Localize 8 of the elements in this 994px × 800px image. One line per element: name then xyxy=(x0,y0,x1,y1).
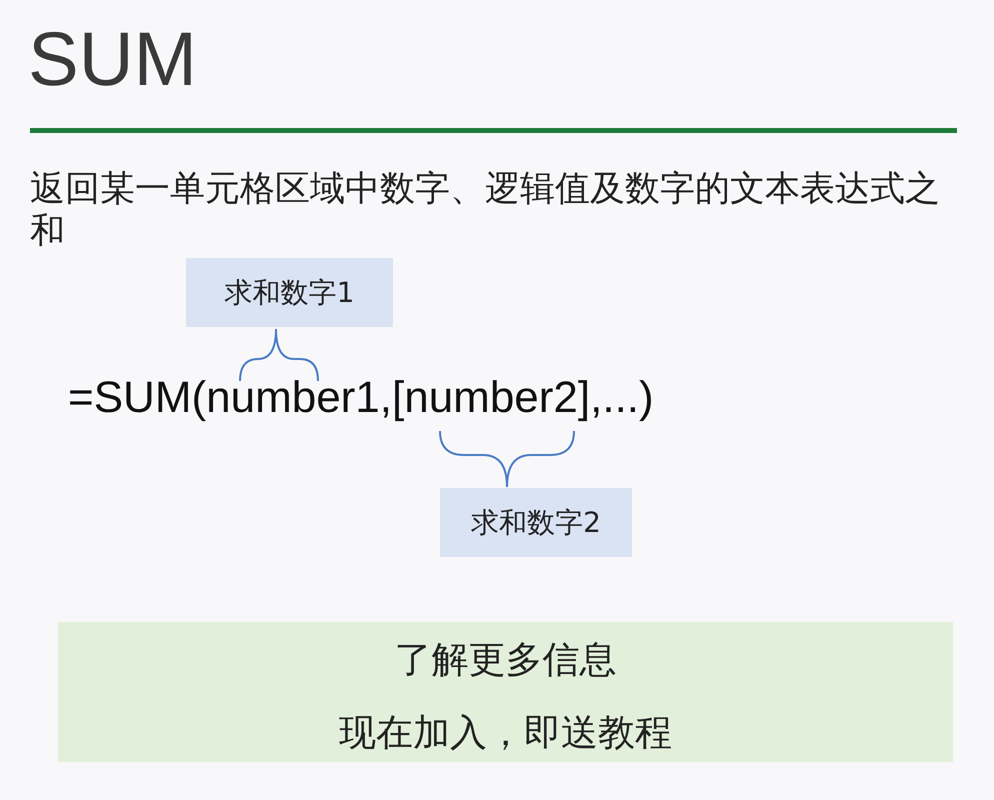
callout-box: 求和数字2 xyxy=(440,488,632,557)
callout-box: 求和数字1 xyxy=(186,258,393,327)
description-text: 返回某一单元格区域中数字、逻辑值及数字的文本表达式之和 xyxy=(30,168,941,252)
formula-text: =SUM(number1,[number2],...) xyxy=(68,376,654,420)
banner-text: 了解更多信息 xyxy=(394,638,618,682)
title: SUM xyxy=(28,22,197,98)
banner-text: 现在加入，即送教程 xyxy=(338,711,673,755)
banner-box xyxy=(58,622,953,762)
